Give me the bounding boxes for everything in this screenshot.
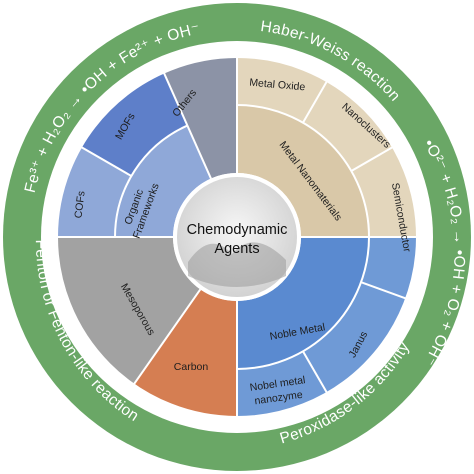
radial-divider	[302, 80, 328, 124]
sector-others	[163, 57, 237, 179]
label-metal-oxide: Metal Oxide	[249, 77, 306, 94]
radial-divider	[302, 350, 328, 394]
center-building-silhouette	[188, 242, 286, 287]
sector-mofs	[81, 72, 188, 176]
sector-mesoporous	[57, 237, 201, 385]
center-title-line2: Agents	[214, 241, 259, 257]
radial-divider	[350, 146, 394, 172]
sector-metal-nanomaterials	[237, 105, 369, 237]
label-carbon: Carbon	[174, 361, 209, 373]
radial-divider	[360, 281, 407, 300]
radial-divider	[80, 146, 132, 177]
ring-divider	[114, 124, 188, 238]
sector-cofs	[57, 147, 132, 237]
sector-noble-outer-top	[361, 237, 417, 299]
dividers	[56, 56, 418, 418]
sector-organic-frameworks	[115, 125, 211, 237]
label-cofs: COFs	[72, 190, 87, 219]
center-title-line1: Chemodynamic	[187, 222, 288, 238]
sector-nanoclusters	[303, 81, 393, 171]
sector-janus	[303, 282, 407, 393]
ring-divider	[236, 104, 370, 370]
radial-divider	[132, 288, 202, 386]
sectors-group	[57, 57, 417, 417]
sector-carbon	[133, 289, 237, 417]
sector-noble-metal	[237, 237, 369, 369]
inner-disc-outline	[56, 56, 418, 418]
